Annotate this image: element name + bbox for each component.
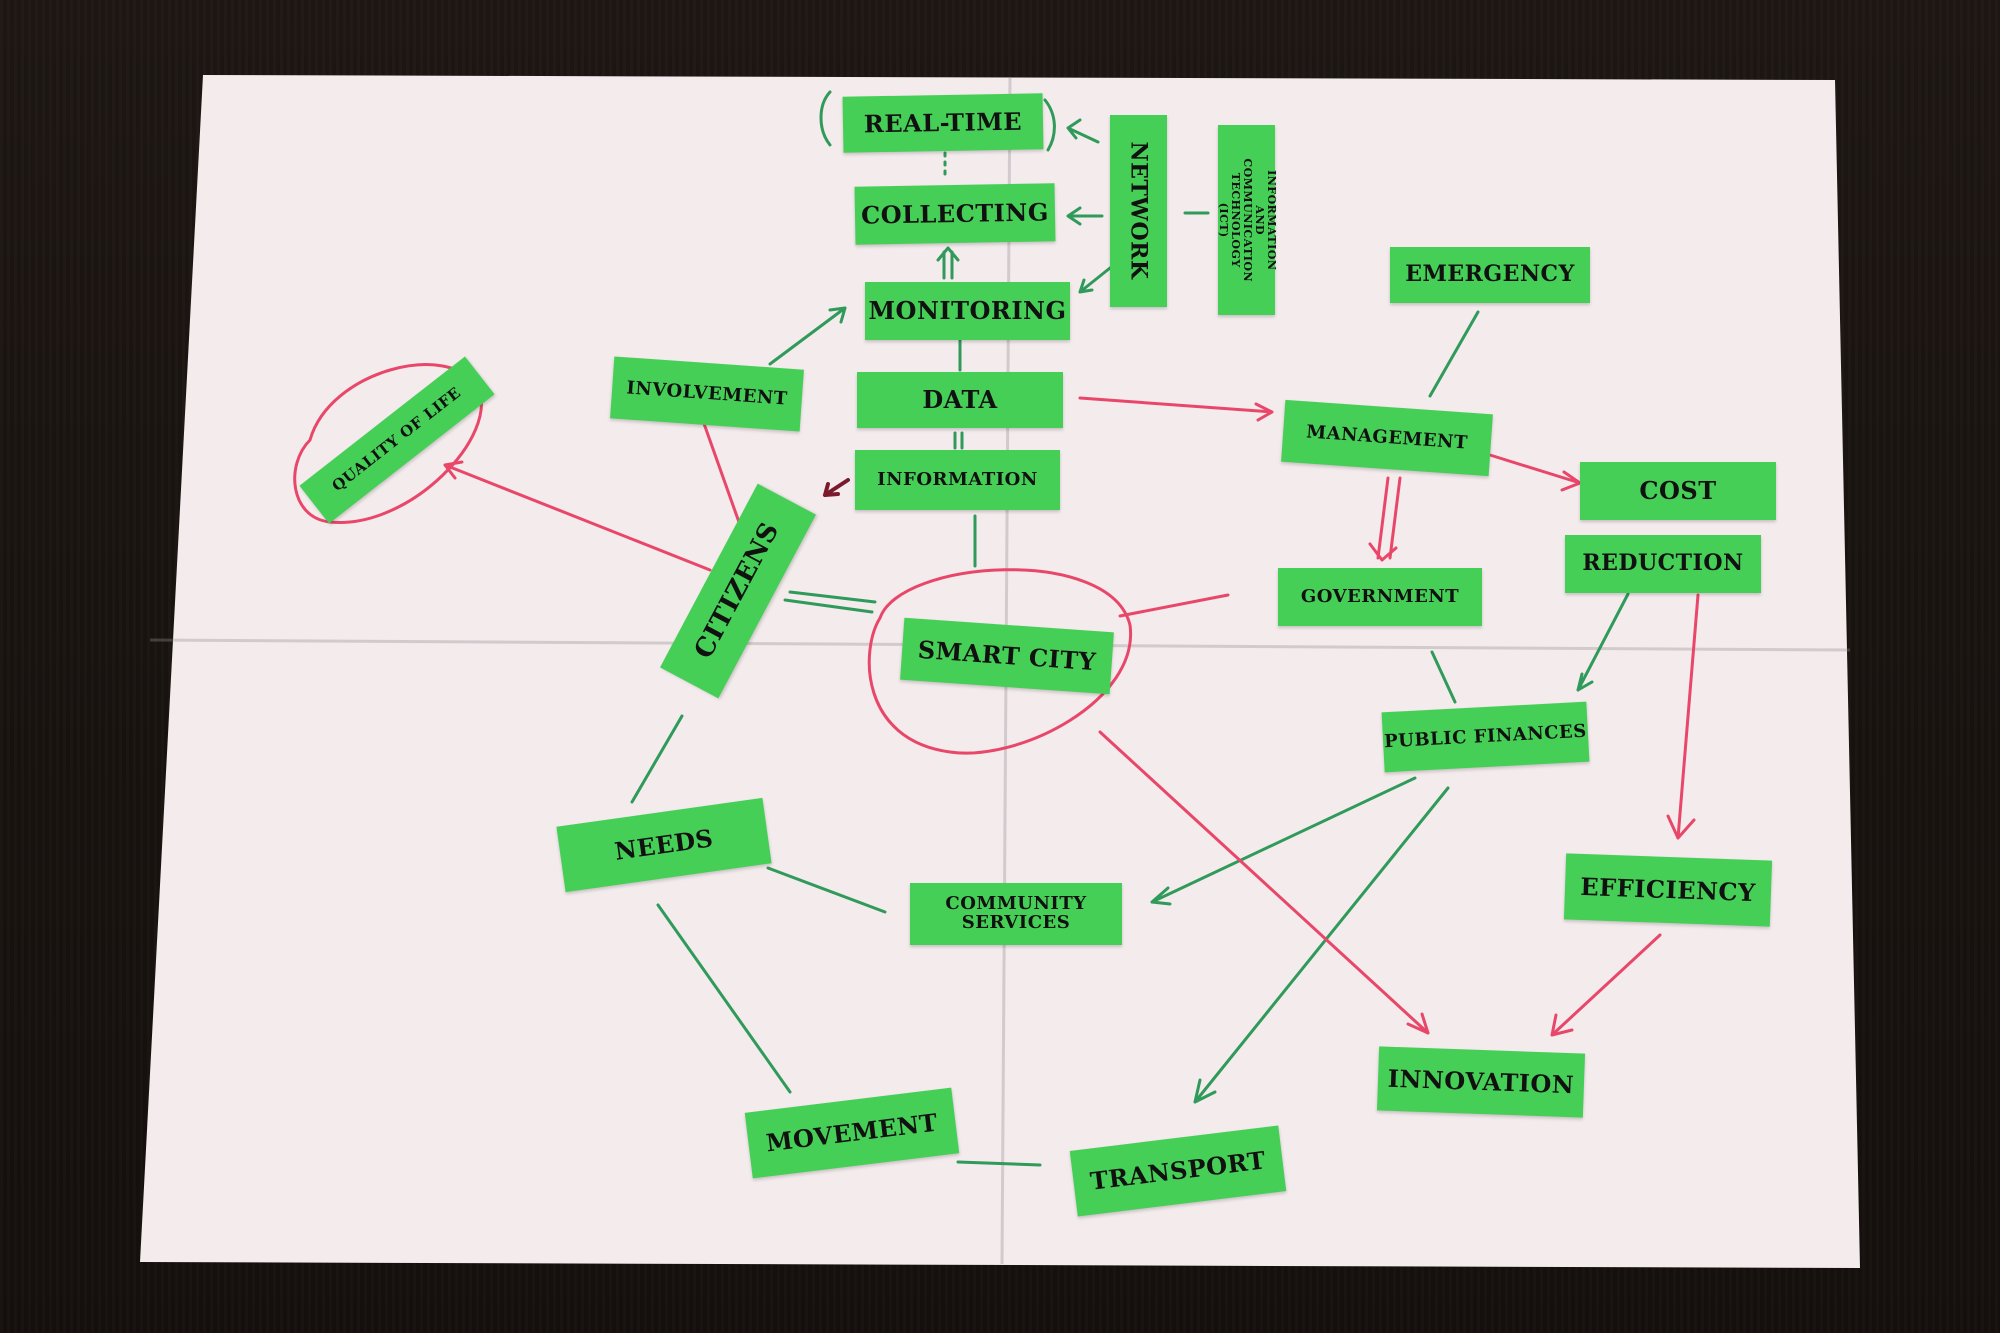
label-innovation: INNOVATION <box>1376 1046 1586 1118</box>
line-movement-transport <box>956 1160 1042 1167</box>
label-community-services-text: COMMUNITY SERVICES <box>945 893 1087 933</box>
arrow-publicfinances-community <box>1150 776 1417 906</box>
label-ict: INFORMATION AND COMMUNICATION TECHNOLOGY… <box>1216 125 1278 315</box>
double-arrow-monitoring-collecting <box>936 246 960 280</box>
label-real-time-text: REAL-TIME <box>863 107 1023 139</box>
arrow-efficiency-innovation <box>1550 933 1662 1037</box>
red-connections <box>293 363 1700 1037</box>
line-citizens-needs <box>630 714 684 804</box>
label-smart-city-text: SMART CITY <box>916 635 1098 677</box>
label-monitoring-text: MONITORING <box>868 296 1067 326</box>
circle-quality-of-life <box>293 363 483 524</box>
line-needs-community <box>766 866 887 914</box>
double-arrow-management-government <box>1368 476 1402 562</box>
label-emergency: EMERGENCY <box>1390 247 1590 303</box>
label-collecting: COLLECTING <box>854 183 1056 245</box>
label-ict-text: INFORMATION AND COMMUNICATION TECHNOLOGY… <box>1216 158 1278 282</box>
arrow-smartcity-innovation <box>1098 730 1430 1035</box>
paren-left-realtime <box>819 90 832 147</box>
label-involvement-text: INVOLVEMENT <box>625 376 789 410</box>
arrow-management-cost <box>1488 453 1582 492</box>
label-movement-text: MOVEMENT <box>764 1107 940 1158</box>
label-innovation-text: INNOVATION <box>1387 1064 1575 1100</box>
green-connections <box>630 118 1630 1167</box>
label-efficiency-text: EFFICIENCY <box>1579 872 1757 908</box>
arrow-publicfinances-transport <box>1193 786 1450 1104</box>
line-smartcity-government <box>1118 593 1230 618</box>
arrow-network-realtime <box>1066 118 1100 144</box>
label-transport-text: TRANSPORT <box>1088 1145 1268 1197</box>
line-citizens-involvement <box>700 416 742 527</box>
arrow-network-monitoring <box>1078 266 1112 294</box>
label-network-text: NETWORK <box>1126 141 1153 281</box>
line-government-publicfinances <box>1430 650 1457 704</box>
arrow-network-collecting <box>1066 206 1104 226</box>
label-efficiency: EFFICIENCY <box>1563 853 1773 927</box>
label-involvement: INVOLVEMENT <box>610 356 804 432</box>
arrow-information-small <box>823 478 850 497</box>
label-information-text: INFORMATION <box>877 468 1038 490</box>
label-government-text: GOVERNMENT <box>1300 585 1460 607</box>
arrow-involvement-monitoring <box>768 306 847 366</box>
label-real-time: REAL-TIME <box>842 93 1044 153</box>
line-needs-movement <box>656 903 792 1094</box>
circle-smart-city <box>867 568 1132 755</box>
label-reduction: REDUCTION <box>1565 535 1761 593</box>
label-public-finances: PUBLIC FINANCES <box>1381 701 1590 773</box>
label-needs-text: NEEDS <box>612 823 716 867</box>
arrow-data-management <box>1078 396 1274 422</box>
label-community-services: COMMUNITY SERVICES <box>910 883 1122 945</box>
label-data: DATA <box>857 372 1063 428</box>
label-cost: COST <box>1580 462 1776 520</box>
double-line-citizens-smartcity <box>783 590 877 614</box>
label-data-text: DATA <box>922 385 998 415</box>
label-management-text: MANAGEMENT <box>1305 420 1469 454</box>
arrow-citizens-qualityoflife <box>443 460 712 572</box>
label-emergency-text: EMERGENCY <box>1405 261 1575 288</box>
arrow-reduction-publicfinances <box>1576 592 1630 692</box>
label-reduction-text: REDUCTION <box>1582 550 1744 577</box>
label-information: INFORMATION <box>855 450 1060 510</box>
paren-right-realtime <box>1043 98 1056 152</box>
label-public-finances-text: PUBLIC FINANCES <box>1383 720 1588 752</box>
double-line-data-information <box>953 431 964 450</box>
label-network: NETWORK <box>1110 115 1167 307</box>
label-collecting-text: COLLECTING <box>860 197 1050 231</box>
arrow-reduction-efficiency <box>1666 593 1700 840</box>
line-emergency-management <box>1428 310 1480 398</box>
label-cost-text: COST <box>1639 476 1717 506</box>
label-monitoring: MONITORING <box>865 282 1070 340</box>
label-government: GOVERNMENT <box>1278 568 1482 626</box>
